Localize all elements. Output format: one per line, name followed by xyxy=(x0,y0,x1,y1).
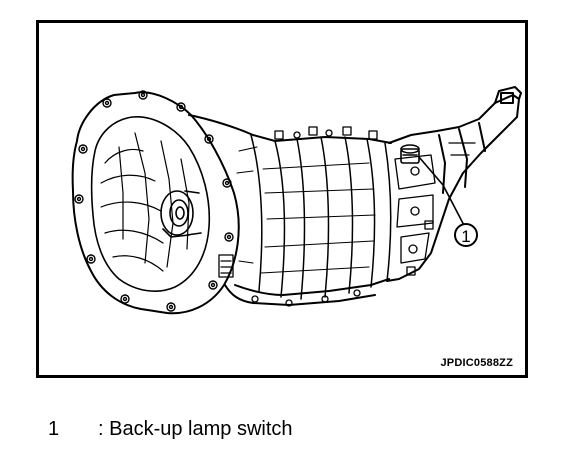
rear-extension xyxy=(386,86,522,282)
figure-frame: 1 JPDIC0588ZZ xyxy=(36,20,528,378)
legend: 1 : Back-up lamp switch xyxy=(40,418,540,444)
flange-bolts xyxy=(74,90,234,312)
callout-number: 1 xyxy=(461,227,470,246)
figure-id: JPDIC0588ZZ xyxy=(440,357,513,369)
back-up-lamp-switch xyxy=(400,144,420,164)
legend-item-number: 1 xyxy=(48,418,60,440)
input-shaft-hub xyxy=(160,190,202,238)
bell-housing xyxy=(71,91,240,315)
main-case-bottom-bolts xyxy=(218,254,361,307)
transmission-assembly-illustration: 1 xyxy=(71,86,522,315)
main-case-ribs xyxy=(250,134,392,300)
main-case-details xyxy=(236,146,376,274)
main-case xyxy=(188,114,392,306)
main-case-top-bolts xyxy=(274,126,378,140)
legend-item-label: : Back-up lamp switch xyxy=(98,418,293,440)
bell-housing-ribs xyxy=(100,132,190,272)
callout-circle-icon: 1 xyxy=(454,223,478,247)
callout-leader-line xyxy=(418,156,468,232)
